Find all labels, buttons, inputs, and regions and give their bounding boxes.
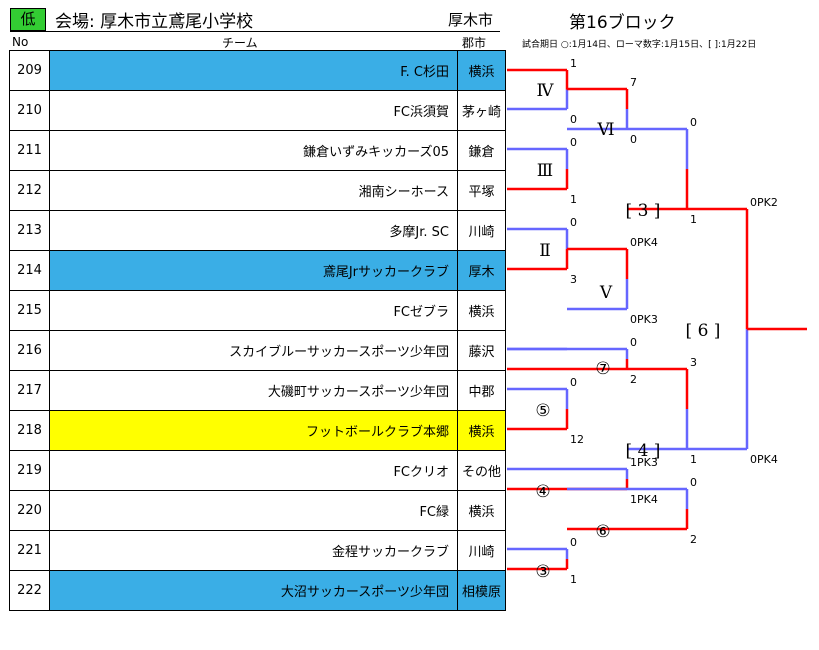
match-score-top: 7 bbox=[630, 76, 637, 89]
team-city: その他 bbox=[457, 450, 506, 491]
match-score-bottom: 2 bbox=[690, 533, 697, 546]
team-name: 多摩Jr. SC bbox=[49, 210, 458, 251]
team-city: 相模原 bbox=[457, 570, 506, 611]
team-city: 茅ヶ崎 bbox=[457, 90, 506, 131]
team-number: 210 bbox=[9, 90, 50, 131]
match-score-top: 0 bbox=[690, 116, 697, 129]
match-label: Ⅲ bbox=[537, 161, 553, 181]
match-label: Ⅴ bbox=[599, 283, 613, 303]
match-score-top: 0 bbox=[630, 336, 637, 349]
level-badge: 低 bbox=[10, 8, 46, 31]
match-score-bottom: 1PK4 bbox=[630, 493, 658, 506]
venue-title: 会場: 厚木市立鳶尾小学校 bbox=[55, 12, 254, 32]
team-number: 220 bbox=[9, 490, 50, 531]
team-number: 222 bbox=[9, 570, 50, 611]
match-label: Ⅱ bbox=[539, 241, 551, 261]
team-name: F. C杉田 bbox=[49, 50, 458, 91]
match-label: ⑦ bbox=[595, 359, 610, 379]
team-city: 横浜 bbox=[457, 290, 506, 331]
team-city: 川崎 bbox=[457, 530, 506, 571]
match-score-bottom: 0PK4 bbox=[750, 453, 778, 466]
team-number: 215 bbox=[9, 290, 50, 331]
team-number: 216 bbox=[9, 330, 50, 371]
schedule-note: 試合期日 ○:1月14日、ローマ数字:1月15日、[ ]:1月22日 bbox=[522, 40, 757, 50]
match-score-top: 0 bbox=[570, 216, 577, 229]
match-label: ④ bbox=[535, 482, 550, 502]
team-name: FC緑 bbox=[49, 490, 458, 531]
match-score-bottom: 0 bbox=[570, 113, 577, 126]
team-city: 横浜 bbox=[457, 490, 506, 531]
match-score-top: 0 bbox=[570, 136, 577, 149]
team-name: 大沼サッカースポーツ少年団 bbox=[49, 570, 458, 611]
match-label: [ 4 ] bbox=[626, 441, 661, 461]
team-number: 212 bbox=[9, 170, 50, 211]
match-score-bottom: 3 bbox=[570, 273, 577, 286]
match-score-bottom: 1 bbox=[690, 213, 697, 226]
team-city: 藤沢 bbox=[457, 330, 506, 371]
column-header-city: 郡市 bbox=[462, 36, 487, 50]
block-title: 第16ブロック bbox=[569, 13, 676, 33]
match-label: Ⅳ bbox=[537, 81, 555, 101]
column-header-team: チーム bbox=[222, 36, 258, 50]
match-score-top: 1 bbox=[570, 57, 577, 70]
column-header-no: No bbox=[12, 35, 29, 49]
team-name: FCクリオ bbox=[49, 450, 458, 491]
team-name: フットボールクラブ本郷 bbox=[49, 410, 458, 451]
team-city: 厚木 bbox=[457, 250, 506, 291]
match-score-bottom: 0PK3 bbox=[630, 313, 658, 326]
match-score-bottom: 1 bbox=[570, 573, 577, 586]
header-divider bbox=[10, 31, 500, 32]
team-number: 217 bbox=[9, 370, 50, 411]
match-score-top: 0 bbox=[690, 476, 697, 489]
match-score-top: 3 bbox=[690, 356, 697, 369]
team-city: 川崎 bbox=[457, 210, 506, 251]
match-score-top: 0 bbox=[570, 376, 577, 389]
match-score-bottom: 0 bbox=[630, 133, 637, 146]
match-score-bottom: 1 bbox=[690, 453, 697, 466]
match-label: [ 3 ] bbox=[626, 201, 661, 221]
team-city: 平塚 bbox=[457, 170, 506, 211]
match-score-bottom: 2 bbox=[630, 373, 637, 386]
team-city: 横浜 bbox=[457, 50, 506, 91]
match-score-bottom: 12 bbox=[570, 433, 584, 446]
team-city: 横浜 bbox=[457, 410, 506, 451]
match-score-top: 0PK2 bbox=[750, 196, 778, 209]
team-number: 213 bbox=[9, 210, 50, 251]
match-label: Ⅵ bbox=[596, 120, 614, 140]
team-name: スカイブルーサッカースポーツ少年団 bbox=[49, 330, 458, 371]
team-name: FC浜須賀 bbox=[49, 90, 458, 131]
team-number: 211 bbox=[9, 130, 50, 171]
city-title: 厚木市 bbox=[448, 11, 494, 29]
team-name: 湘南シーホース bbox=[49, 170, 458, 211]
match-score-top: 1PK3 bbox=[630, 456, 658, 469]
match-label: ⑤ bbox=[535, 401, 550, 421]
match-score-bottom: 1 bbox=[570, 193, 577, 206]
match-label: ③ bbox=[535, 562, 550, 582]
match-label: ⑥ bbox=[595, 522, 610, 542]
match-label: [ 6 ] bbox=[686, 321, 721, 341]
match-score-top: 0 bbox=[570, 536, 577, 549]
team-number: 209 bbox=[9, 50, 50, 91]
match-score-top: 0PK4 bbox=[630, 236, 658, 249]
team-name: 鳶尾Jrサッカークラブ bbox=[49, 250, 458, 291]
